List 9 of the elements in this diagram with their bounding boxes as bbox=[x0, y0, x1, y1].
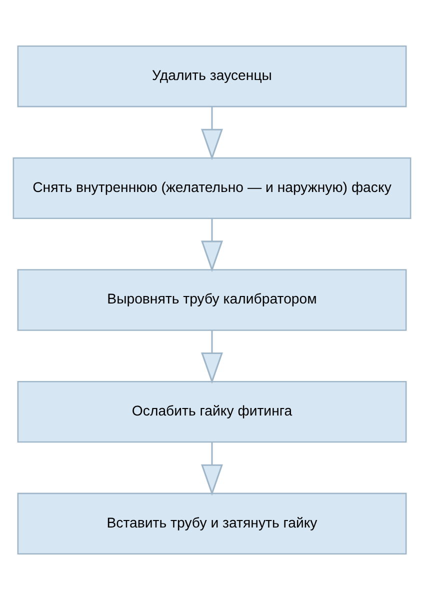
node-box: Выровнять трубу калибратором bbox=[17, 269, 407, 331]
node-box: Удалить заусенцы bbox=[17, 46, 407, 108]
arrow bbox=[201, 330, 223, 384]
node-box: Вставить трубу и затянуть гайку bbox=[17, 492, 407, 554]
arrow bbox=[201, 442, 223, 496]
arrow bbox=[201, 106, 223, 160]
node-box: Снять внутреннюю (желательно — и наружную) фаску bbox=[12, 157, 412, 220]
node-box: Ослабить гайку фитинга bbox=[17, 380, 407, 443]
arrow bbox=[201, 218, 223, 272]
